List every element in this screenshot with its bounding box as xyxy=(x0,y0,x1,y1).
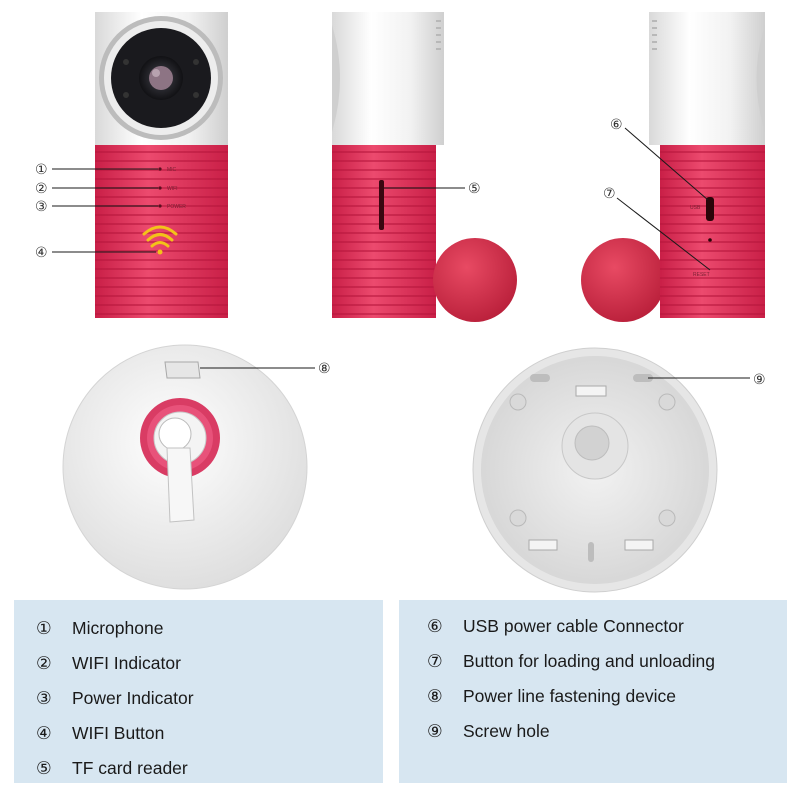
camera-lens xyxy=(99,16,223,140)
legend-item: ③ Power Indicator xyxy=(36,684,383,719)
device-front-view: MIC WIFI POWER xyxy=(95,12,228,318)
device-back-view: USB RESET xyxy=(581,12,765,322)
callout-3: ③ xyxy=(35,198,48,214)
legend-label: Button for loading and unloading xyxy=(463,651,716,671)
usb-port xyxy=(706,197,714,221)
screw-holes xyxy=(530,374,653,562)
legend-label: WIFI Indicator xyxy=(72,653,181,673)
mount-front xyxy=(62,344,308,590)
legend-label: Power line fastening device xyxy=(463,686,677,706)
callout-9: ⑨ xyxy=(753,371,766,387)
legend-label: Screw hole xyxy=(463,721,550,741)
mount-back xyxy=(472,347,718,593)
legend-item: ④ WIFI Button xyxy=(36,719,383,754)
ball-mount xyxy=(433,238,517,322)
legend-item: ⑥ USB power cable Connector xyxy=(427,612,787,647)
legend-label: USB power cable Connector xyxy=(463,616,684,636)
legend-number: ⑧ xyxy=(427,686,443,706)
legend-item: ⑤ TF card reader xyxy=(36,754,383,789)
mic-hole xyxy=(158,167,162,171)
legend-number: ④ xyxy=(36,723,52,743)
reset-button xyxy=(708,238,712,242)
usb-print: USB xyxy=(690,205,701,211)
power-print: POWER xyxy=(167,204,186,210)
legend-right: ⑥ USB power cable Connector ⑦ Button for l… xyxy=(399,600,787,783)
legend-item: ⑨ Screw hole xyxy=(427,717,787,752)
callout-6: ⑥ xyxy=(610,116,623,132)
legend-number: ⑤ xyxy=(36,758,52,778)
legend-label: Microphone xyxy=(72,618,164,638)
legend-item: ⑧ Power line fastening device xyxy=(427,682,787,717)
legend-label: WIFI Button xyxy=(72,723,165,743)
callout-8: ⑧ xyxy=(318,360,331,376)
callout-5: ⑤ xyxy=(468,180,481,196)
legend-number: ③ xyxy=(36,688,52,708)
callout-7: ⑦ xyxy=(603,185,616,201)
wifi-icon xyxy=(142,225,178,255)
device-side-view xyxy=(332,12,517,322)
legend-number: ⑦ xyxy=(427,651,443,671)
legend-label: Power Indicator xyxy=(72,688,194,708)
legend-number: ② xyxy=(36,653,52,673)
legend-item: ② WIFI Indicator xyxy=(36,649,383,684)
callout-1: ① xyxy=(35,161,48,177)
cable-clip xyxy=(164,361,201,379)
ball-mount-back xyxy=(581,238,665,322)
wifi-led xyxy=(158,186,162,190)
power-led xyxy=(158,204,162,208)
legend-item: ① Microphone xyxy=(36,614,383,649)
wifi-print: WIFI xyxy=(167,186,178,192)
legend-item: ⑦ Button for loading and unloading xyxy=(427,647,787,682)
callout-4: ④ xyxy=(35,244,48,260)
legend-left: ① Microphone ② WIFI Indicator ③ Power Indic… xyxy=(14,600,383,783)
leader-lines xyxy=(52,127,750,379)
legend-label: TF card reader xyxy=(72,758,188,778)
mount-arm xyxy=(166,447,195,523)
legend-number: ① xyxy=(36,618,52,638)
reset-print: RESET xyxy=(693,272,710,278)
mic-print: MIC xyxy=(167,167,177,173)
callout-2: ② xyxy=(35,180,48,196)
legend-number: ⑨ xyxy=(427,721,443,741)
legend-number: ⑥ xyxy=(427,616,443,636)
tf-card-slot xyxy=(379,180,384,230)
